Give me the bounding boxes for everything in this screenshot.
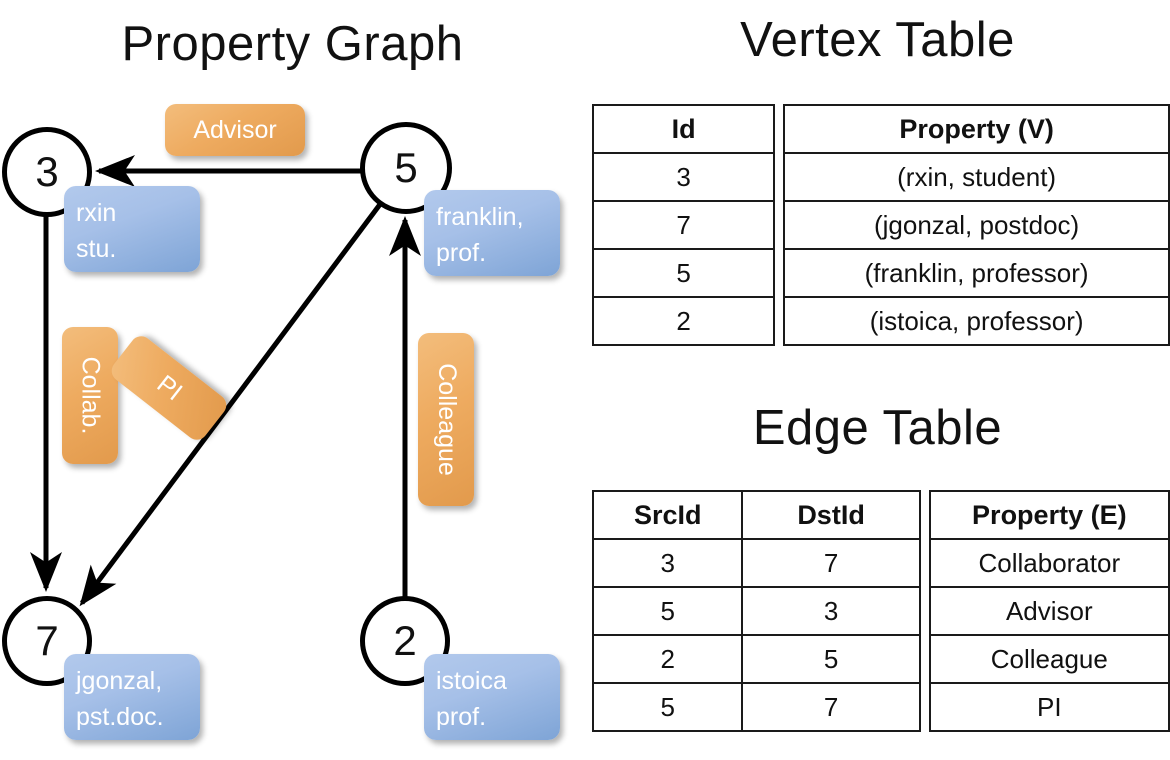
vertex-row-1-property: (jgonzal, postdoc) <box>783 200 1170 250</box>
table-row[interactable]: 7 (jgonzal, postdoc) <box>591 200 1170 250</box>
vertex-row-0-id: 3 <box>591 152 776 202</box>
vertex-property-box-7-line1: jgonzal, <box>76 667 163 695</box>
vertex-table-header-property: Property (V) <box>783 104 1170 154</box>
edge-row-0-src: 3 <box>591 538 744 588</box>
vertex-table-header-row: Id Property (V) <box>591 104 1170 154</box>
vertex-table: Id Property (V) 3 (rxin, student) 7 (jgo… <box>591 104 1170 346</box>
graph-node-7-label: 7 <box>35 617 59 664</box>
edge-row-1-property: Advisor <box>928 586 1170 636</box>
table-row[interactable]: 5 3 Advisor <box>591 586 1170 636</box>
table-row[interactable]: 2 (istoica, professor) <box>591 296 1170 346</box>
page-title-edge-table: Edge Table <box>752 401 1003 455</box>
edge-table: SrcId DstId Property (E) 3 7 Collaborato… <box>591 490 1170 732</box>
edge-row-2-property: Colleague <box>928 634 1170 684</box>
edge-label-box-collab[interactable]: Collab. <box>62 327 118 464</box>
edge-5-to-7 <box>79 201 384 607</box>
edge-row-3-gap <box>920 683 930 731</box>
edge-row-2-dst: 5 <box>741 634 921 684</box>
table-row[interactable]: 5 (franklin, professor) <box>591 248 1170 298</box>
vertex-property-box-5-line1: franklin, <box>436 203 524 231</box>
vertex-row-1-id: 7 <box>591 200 776 250</box>
vertex-property-box-5-line2: prof. <box>436 239 487 268</box>
page-title-property-graph: Property Graph <box>121 17 464 71</box>
edge-label-collab-text: Collab. <box>76 356 105 435</box>
edge-label-advisor-text: Advisor <box>193 115 277 144</box>
vertex-row-3-property: (istoica, professor) <box>783 296 1170 346</box>
edge-row-3-dst: 7 <box>741 682 921 732</box>
vertex-property-box-3[interactable]: rxin stu. <box>64 186 200 272</box>
edge-table-header-row: SrcId DstId Property (E) <box>591 490 1170 540</box>
page-title-vertex-table: Vertex Table <box>740 13 1015 67</box>
graph-node-2-label: 2 <box>393 617 417 664</box>
edge-row-0-gap <box>920 539 930 587</box>
edge-label-pi-text: PI <box>151 369 188 406</box>
graph-node-2[interactable]: 2 <box>360 596 450 686</box>
table-row[interactable]: 3 7 Collaborator <box>591 538 1170 588</box>
edge-row-2-src: 2 <box>591 634 744 684</box>
table-row[interactable]: 5 7 PI <box>591 682 1170 732</box>
vertex-property-box-2-line1: istoica <box>436 667 507 695</box>
vertex-property-box-3-line1: rxin <box>76 199 117 227</box>
vertex-property-box-2[interactable]: istoica prof. <box>424 654 560 740</box>
edge-label-colleague-text: Colleague <box>432 363 461 476</box>
vertex-row-2-gap <box>774 249 784 297</box>
edge-row-1-gap <box>920 587 930 635</box>
graph-node-5-label: 5 <box>394 144 418 191</box>
property-graph-diagram: 3 5 7 2 rxin stu. franklin, prof. jgonza… <box>2 104 560 740</box>
edge-row-0-property: Collaborator <box>928 538 1170 588</box>
edge-row-0-dst: 7 <box>741 538 921 588</box>
edge-row-2-gap <box>920 635 930 683</box>
edge-label-box-advisor[interactable]: Advisor <box>165 104 305 156</box>
edge-table-header-dstid: DstId <box>741 490 921 540</box>
vertex-property-box-2-line2: prof. <box>436 703 487 732</box>
vertex-row-3-id: 2 <box>591 296 776 346</box>
table-row[interactable]: 3 (rxin, student) <box>591 152 1170 202</box>
vertex-property-box-7-line2: pst.doc. <box>76 703 164 732</box>
vertex-table-header-id: Id <box>591 104 776 154</box>
vertex-property-box-7[interactable]: jgonzal, pst.doc. <box>64 654 200 740</box>
vertex-property-box-5[interactable]: franklin, prof. <box>424 190 560 276</box>
edge-row-3-property: PI <box>928 682 1170 732</box>
table-row[interactable]: 2 5 Colleague <box>591 634 1170 684</box>
edge-table-header-srcid: SrcId <box>591 490 744 540</box>
vertex-row-0-gap <box>774 153 784 201</box>
vertex-property-box-3-line2: stu. <box>76 235 117 264</box>
vertex-row-0-property: (rxin, student) <box>783 152 1170 202</box>
vertex-row-1-gap <box>774 201 784 249</box>
vertex-row-3-gap <box>774 297 784 345</box>
edge-row-1-src: 5 <box>591 586 744 636</box>
edge-table-header-property: Property (E) <box>928 490 1170 540</box>
edge-row-3-src: 5 <box>591 682 744 732</box>
graph-node-3-label: 3 <box>35 148 59 195</box>
vertex-row-2-property: (franklin, professor) <box>783 248 1170 298</box>
edge-table-column-gap <box>920 491 930 539</box>
edge-row-1-dst: 3 <box>741 586 921 636</box>
edge-label-box-colleague[interactable]: Colleague <box>418 333 474 506</box>
graph-edges-svg <box>30 155 421 607</box>
vertex-table-column-gap <box>774 105 784 153</box>
vertex-row-2-id: 5 <box>591 248 776 298</box>
graph-node-5[interactable]: 5 <box>360 122 452 214</box>
